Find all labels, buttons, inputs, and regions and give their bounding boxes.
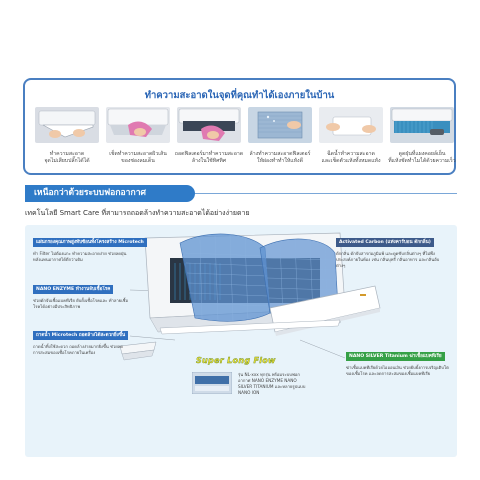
feature-activated-carbon-title: Activated Carbon (แท่งคาร์บอน ดักกลิ่น) xyxy=(336,238,434,247)
drain-tray-illustration xyxy=(119,341,157,361)
feature-drain-title: ถาดน้ำ Microtech ถอดล้างได้สะดวกยิ่งขึ้น xyxy=(33,331,129,340)
air-conditioner-illustration xyxy=(144,232,381,336)
feature-nano-enzyme-body: ช่วยดักจับเชื้อแบคทีเรีย ยับยั้งเชื้อโรค… xyxy=(33,298,128,309)
feature-microtech-title: แผ่นกรองคุณภาพสูงทับซ้อนทั้งโครงสร้าง Mi… xyxy=(33,238,147,247)
step-photo-wipe-vents xyxy=(106,107,170,143)
step-photo-open-panel xyxy=(35,107,99,143)
step-caption-2: เช็ดทำความสะอาดผิวเส้น ของช่องลมเด็น xyxy=(109,151,167,164)
section-title: เหนือกว่าด้วยระบบฟอกอากาศ xyxy=(25,185,195,202)
section-subtitle: เทคโนโลยี Smart Care ที่สามารถถอดล้างทำค… xyxy=(25,209,250,217)
feature-activated-carbon-body: ดักกลิ่น ดักจับสารก่อภูมิแพ้ และดูดซับกล… xyxy=(336,251,440,268)
feature-nano-silver-title: NANO SILVER Titanium ฆ่าเชื้อแบคทีเรีย xyxy=(346,352,445,361)
feature-nano-silver-body: ฆ่าเชื้อแบคทีเรียด้วยไอออนเงิน ช่วยยับยั… xyxy=(346,365,449,376)
step-caption-3: ถอดฟิลเตอร์มาทำความสะอาด ล้างในใช้ทิศทิศ xyxy=(174,151,244,164)
step-caption-4: ล้างทำความสะอาดฟิลเตอร์ ให้ผ่องทำทำให้แห… xyxy=(249,151,311,164)
step-photo-vacuum-coil xyxy=(390,107,454,143)
section-divider xyxy=(195,193,457,194)
step-caption-6: ดูดฝุ่นที่แผงคอยล์เย็น ที่แห้งชัดทำไมได้… xyxy=(388,151,456,164)
step-photo-remove-filter xyxy=(177,107,241,143)
feature-nano-enzyme-title: NANO ENZYME ทำงานจับเชื้อโรค xyxy=(33,285,114,294)
feature-microtech-body: ทำ Filter ไม่ต้องแกะ ทำความสะอาดง่าย ช่ว… xyxy=(33,251,127,262)
slogan-text: Super Long Flow xyxy=(196,356,276,365)
product-note: รุ่น NL-xxx ทุกรุ่น พร้อมระบบฟอกอากาศ NA… xyxy=(238,372,306,395)
product-badge-graphic xyxy=(192,372,232,394)
step-caption-1: ทำความสะอาด จุดไม่เสียบปลั๊กได้ได้ xyxy=(44,151,90,164)
step-caption-5: ฉีดน้ำทำความสะอาด และเช็ดตัวแห้งทั้งหมดแ… xyxy=(321,151,381,164)
feature-drain-body: ถาดน้ำทิ้งใช้สะดวก ถอดล้างง่ายมากยิ่งขึ้… xyxy=(33,344,123,355)
step-photo-wash-filter xyxy=(248,107,312,143)
cleaning-title: ทำความสะอาดในจุดที่คุณทำได้เองภายในบ้าน xyxy=(144,90,335,101)
step-photo-spray-panel xyxy=(319,107,383,143)
cleaning-tips-box: ทำความสะอาดในจุดที่คุณทำได้เองภายในบ้าน xyxy=(23,78,456,175)
